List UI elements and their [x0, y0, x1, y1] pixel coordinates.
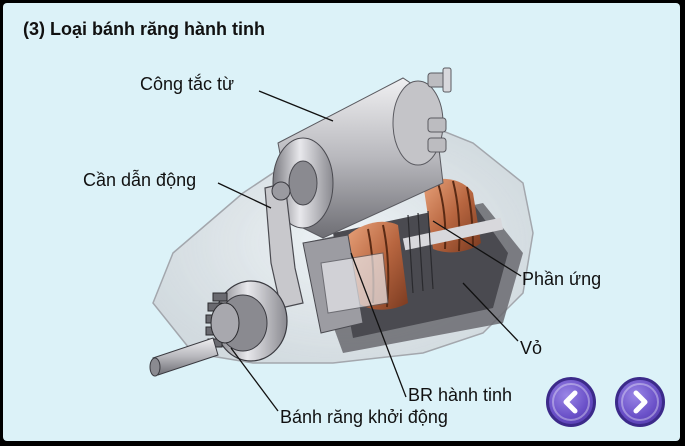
slide-panel: (3) Loại bánh răng hành tinh Công tắc từ…	[3, 3, 680, 441]
label-starter-pinion: Bánh răng khởi động	[280, 407, 448, 427]
label-armature: Phần ứng	[522, 269, 602, 289]
magnetic-switch	[272, 67, 452, 239]
leader-lines	[217, 90, 522, 412]
label-planetary-gear: BR hành tinh	[408, 385, 513, 405]
label-drive-lever: Cần dẫn động	[83, 170, 197, 190]
starter-motor-illustration	[149, 67, 534, 412]
label-housing: Vỏ	[520, 338, 543, 358]
slide-title: (3) Loại bánh răng hành tinh	[23, 19, 265, 39]
chevron-left-icon	[563, 390, 578, 414]
prev-button[interactable]	[546, 377, 596, 427]
label-magnetic-switch: Công tắc từ	[140, 74, 235, 94]
chevron-right-icon	[633, 390, 648, 414]
starter-pinion	[149, 280, 288, 377]
drive-lever	[264, 181, 304, 309]
next-button[interactable]	[615, 377, 665, 427]
